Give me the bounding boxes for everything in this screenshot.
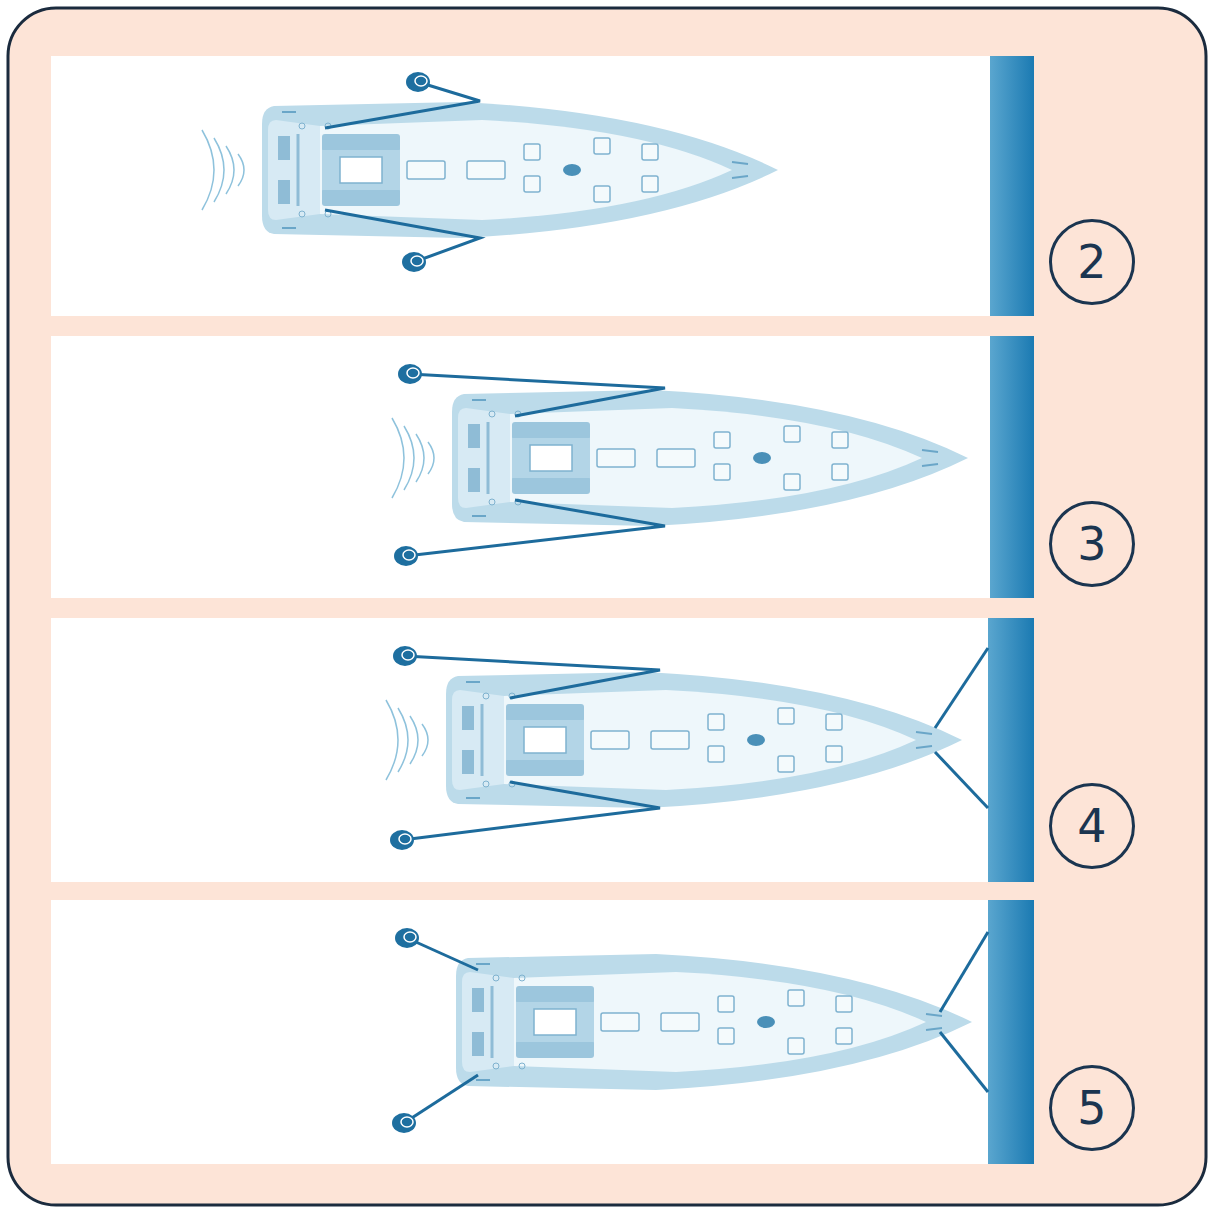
callout-number: 3 <box>1077 521 1106 567</box>
callout-number: 5 <box>1077 1085 1106 1131</box>
callout-circle: 4 <box>1049 783 1135 869</box>
callout-number: 2 <box>1077 239 1106 285</box>
callout-number: 4 <box>1077 803 1106 849</box>
callout-circle: 2 <box>1049 219 1135 305</box>
callout-circle: 5 <box>1049 1065 1135 1151</box>
callout-circle: 3 <box>1049 501 1135 587</box>
